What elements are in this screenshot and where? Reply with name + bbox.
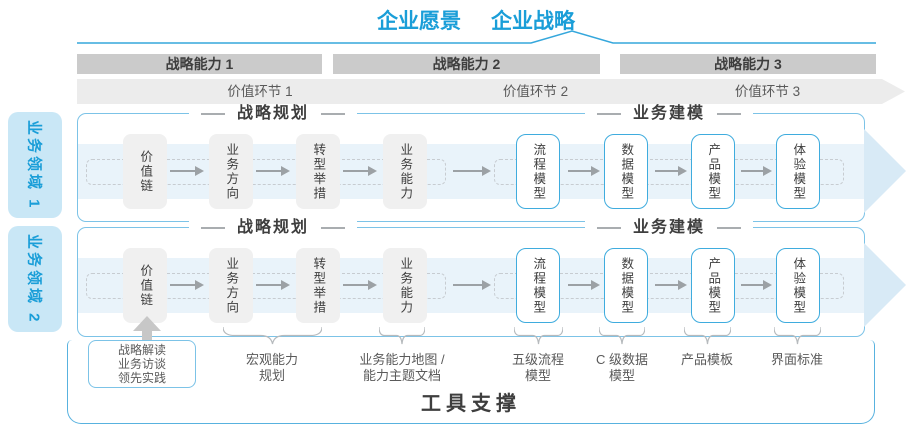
modeling-phase-title: 业务建模: [584, 218, 754, 238]
planning-phase-title: 战略规划: [188, 218, 358, 238]
flow-box-experience-model: 体验模型: [776, 134, 820, 209]
up-arrow-icon: [133, 316, 161, 342]
capability-map-note: 业务能力地图 / 能力主题文档: [359, 352, 445, 383]
modeling-title-text: 业务建模: [632, 219, 706, 236]
planning-dashed-frame: [86, 273, 446, 299]
title-dash-icon: [596, 227, 621, 229]
flow-arrowhead-icon: [864, 129, 906, 213]
flow-arrow-icon: [741, 279, 772, 290]
modeling-title-text: 业务建模: [632, 105, 706, 122]
flow-arrow-icon: [170, 279, 204, 290]
flow-arrow-icon: [655, 165, 687, 176]
flow-box-transformation: 转型举措: [296, 134, 340, 209]
title-dash-icon: [321, 227, 346, 229]
process-model-note: 五级流程 模型: [511, 352, 564, 383]
business-domain-1-text: 业务领域 1: [25, 119, 43, 211]
domain-1-flow-row: 战略规划 业务建模 价值链 业务方向 转型举措 业务能力 流程模型 数据模型 产…: [77, 104, 906, 222]
title-dash-icon: [717, 227, 742, 229]
brace-icon: [223, 326, 322, 345]
flow-box-business-capability: 业务能力: [383, 248, 427, 323]
flow-arrow-icon: [343, 279, 377, 290]
brace-icon: [774, 326, 821, 345]
modeling-phase-title: 业务建模: [584, 104, 754, 124]
flow-box-business-direction: 业务方向: [209, 134, 253, 209]
flow-box-data-model: 数据模型: [604, 134, 648, 209]
flow-box-product-model: 产品模型: [691, 248, 735, 323]
flow-box-product-model: 产品模型: [691, 134, 735, 209]
vision-divider-line: [77, 30, 876, 44]
modeling-dashed-frame: [494, 159, 844, 185]
flow-box-process-model: 流程模型: [516, 248, 560, 323]
planning-dashed-frame: [86, 159, 446, 185]
brace-icon: [599, 326, 645, 345]
tool-support-container: 工具支撑: [67, 340, 875, 424]
flow-box-data-model: 数据模型: [604, 248, 648, 323]
title-dash-icon: [596, 113, 621, 115]
planning-phase-title: 战略规划: [188, 104, 358, 124]
flow-arrow-icon: [568, 165, 600, 176]
strategic-capability-2-bar: 战略能力 2: [333, 54, 600, 74]
business-domain-2-label: 业务领域 2: [8, 226, 62, 332]
business-domain-2-text: 业务领域 2: [25, 233, 43, 325]
flow-arrow-icon: [453, 165, 491, 176]
data-model-note: C 级数据 模型: [595, 352, 648, 383]
macro-capability-note: 宏观能力 规划: [245, 352, 298, 383]
title-dash-icon: [200, 227, 225, 229]
brace-icon: [684, 326, 731, 345]
tool-support-title: 工具支撑: [421, 393, 521, 415]
value-link-3-chevron: 价值环节 3: [607, 79, 905, 104]
modeling-dashed-frame: [494, 273, 844, 299]
flow-arrow-icon: [170, 165, 204, 176]
enterprise-strategy-title: 企业战略: [491, 10, 575, 33]
top-title-group: 企业愿景 企业战略: [77, 5, 875, 35]
title-dash-icon: [321, 113, 346, 115]
flow-arrow-icon: [453, 279, 491, 290]
business-domain-1-label: 业务领域 1: [8, 112, 62, 218]
flow-arrow-icon: [568, 279, 600, 290]
strategic-capability-1-bar: 战略能力 1: [77, 54, 322, 74]
ui-standard-note: 界面标准: [770, 352, 823, 367]
planning-title-text: 战略规划: [236, 105, 310, 122]
flow-arrow-icon: [256, 165, 290, 176]
value-link-2-chevron: 价值环节 2: [413, 79, 635, 104]
flow-arrow-icon: [741, 165, 772, 176]
flow-box-value-chain: 价值链: [123, 248, 167, 323]
domain-2-flow-row: 战略规划 业务建模 价值链 业务方向 转型举措 业务能力 流程模型 数据模型 产…: [77, 218, 906, 337]
value-link-1-chevron: 价值环节 1: [77, 79, 443, 104]
enterprise-vision-title: 企业愿景: [377, 10, 461, 33]
flow-box-transformation: 转型举措: [296, 248, 340, 323]
flow-arrow-icon: [655, 279, 687, 290]
flow-box-value-chain: 价值链: [123, 134, 167, 209]
title-dash-icon: [717, 113, 742, 115]
flow-arrow-icon: [256, 279, 290, 290]
brace-icon: [514, 326, 563, 345]
flow-box-experience-model: 体验模型: [776, 248, 820, 323]
flow-box-process-model: 流程模型: [516, 134, 560, 209]
planning-title-text: 战略规划: [236, 219, 310, 236]
flow-arrow-icon: [343, 165, 377, 176]
product-template-note: 产品模板: [680, 352, 733, 367]
flow-box-business-capability: 业务能力: [383, 134, 427, 209]
brace-icon: [379, 326, 425, 345]
practice-annotation-box: 战略解读 业务访谈 领先实践: [88, 340, 196, 388]
flow-box-business-direction: 业务方向: [209, 248, 253, 323]
strategic-capability-3-bar: 战略能力 3: [620, 54, 876, 74]
title-dash-icon: [200, 113, 225, 115]
flow-arrowhead-icon: [864, 243, 906, 327]
